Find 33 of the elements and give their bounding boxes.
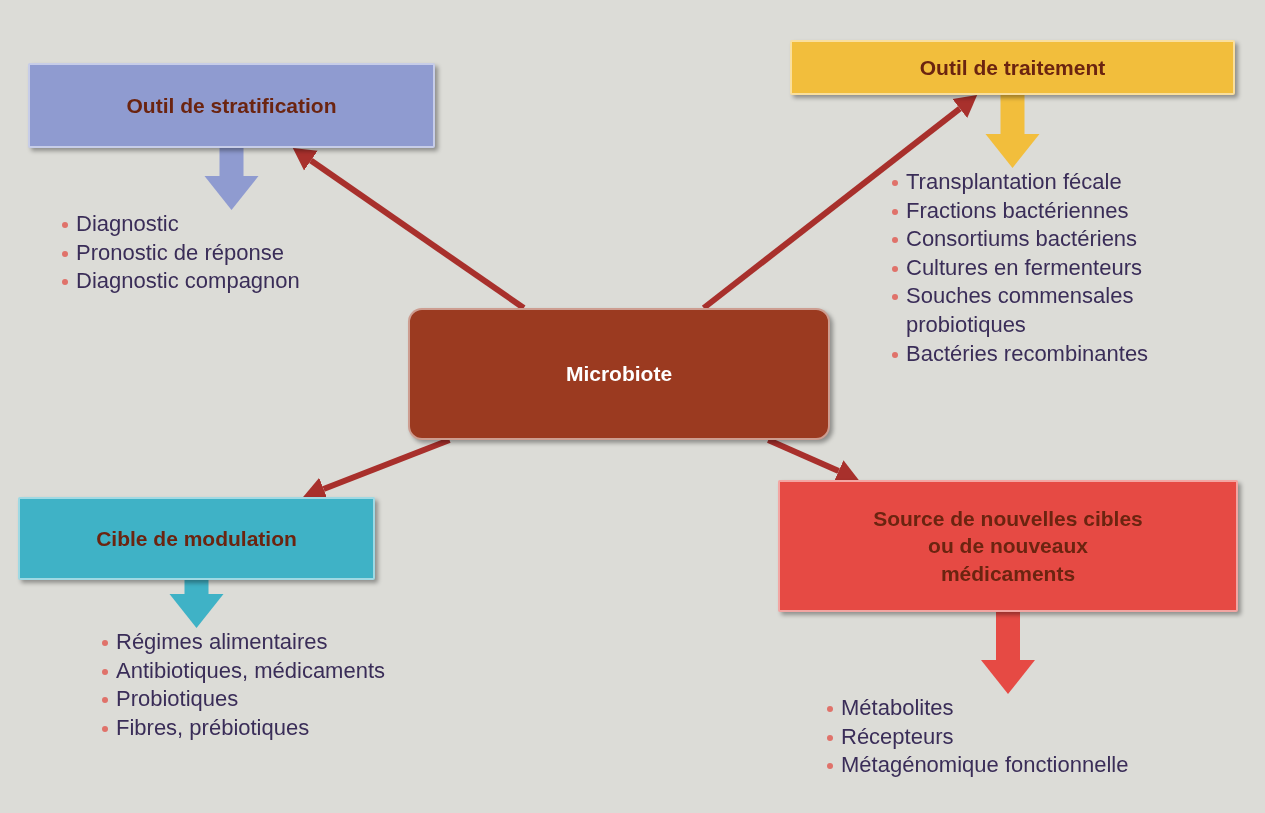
list-item: Diagnostic: [60, 210, 350, 239]
list-item: Métagénomique fonctionnelle: [825, 751, 1255, 780]
list-item: Régimes alimentaires: [100, 628, 500, 657]
list-item: Pronostic de réponse: [60, 238, 350, 268]
block-arrow: [985, 95, 1040, 168]
list-item: Cultures en fermenteurs: [890, 253, 1245, 283]
list-item: Bactéries recombinantes: [890, 339, 1245, 369]
box-label: Cible de modulation: [96, 525, 297, 552]
box-label: Outil de traitement: [919, 54, 1106, 81]
list-item: Diagnostic compagnon: [60, 267, 350, 296]
label-box: [790, 40, 1235, 95]
arrow: [292, 148, 526, 311]
arrow: [767, 437, 859, 483]
list-item: Antibiotiques, médicaments: [100, 656, 500, 686]
arrow: [701, 95, 978, 311]
list-item: Probiotiques: [100, 685, 500, 714]
box-label: Source de nouvelles cibles ou de nouveaux médicaments: [872, 506, 1144, 587]
block-arrow: [981, 612, 1035, 694]
label-box: [408, 308, 830, 440]
list-item: Transplantation fécale: [890, 168, 1245, 197]
list-item: Souches commensales probiotiques: [890, 282, 1245, 340]
label-box: [778, 480, 1238, 612]
box-label: Microbiote: [565, 361, 673, 388]
box-label: Outil de stratification: [126, 92, 337, 119]
list-item: Consortiums bactériens: [890, 225, 1245, 254]
label-box: [18, 497, 375, 580]
list-item: Récepteurs: [825, 722, 1255, 752]
block-arrow: [169, 580, 224, 628]
list-item: Métabolites: [825, 694, 1255, 723]
list-item: Fibres, prébiotiques: [100, 713, 500, 743]
block-arrow: [204, 148, 259, 210]
list-item: Fractions bactériennes: [890, 196, 1245, 226]
label-box: [28, 63, 435, 148]
